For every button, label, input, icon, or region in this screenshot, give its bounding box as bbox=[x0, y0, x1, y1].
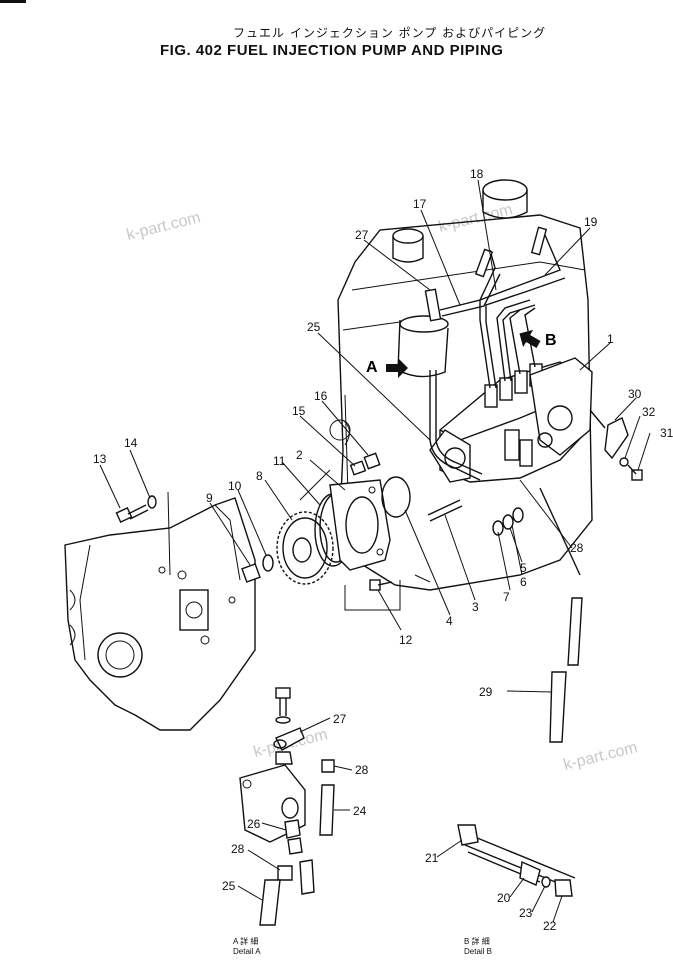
detail-a-callout-26: 26 bbox=[247, 817, 261, 831]
washers-5-6-7 bbox=[492, 507, 524, 536]
callout-5: 5 bbox=[520, 561, 527, 575]
svg-text:B: B bbox=[545, 332, 557, 349]
detail-a-caption-en: Detail A bbox=[233, 947, 261, 956]
callout-19: 19 bbox=[584, 215, 598, 229]
callout-9: 9 bbox=[206, 491, 213, 505]
callout-10: 10 bbox=[228, 479, 242, 493]
detail-a-callout-25: 25 bbox=[222, 879, 236, 893]
callout-12: 12 bbox=[399, 633, 413, 647]
detail-b-callout-22: 22 bbox=[543, 919, 557, 933]
title-japanese: フュエル インジェクション ポンプ およびパイピング bbox=[233, 26, 547, 40]
detail-b-callout-23: 23 bbox=[519, 906, 533, 920]
callout-31: 31 bbox=[660, 426, 673, 440]
nut-9 bbox=[241, 563, 261, 583]
callout-27: 27 bbox=[355, 228, 369, 242]
callout-16: 16 bbox=[314, 389, 328, 403]
bolt-13 bbox=[115, 504, 149, 523]
view-arrow-b: B bbox=[519, 329, 557, 349]
callout-25: 25 bbox=[307, 320, 321, 334]
detail-b-caption-jp: B 詳 細 bbox=[464, 936, 490, 946]
svg-text:A: A bbox=[366, 359, 378, 376]
callout-32: 32 bbox=[642, 405, 656, 419]
nut-16 bbox=[363, 452, 381, 470]
nut-15 bbox=[349, 460, 367, 476]
stud-3 bbox=[427, 499, 463, 522]
detail-a-drawing bbox=[239, 687, 335, 926]
bolt-12 bbox=[369, 579, 393, 591]
callout-15: 15 bbox=[292, 404, 306, 418]
callout-6: 6 bbox=[520, 575, 527, 589]
callout-3: 3 bbox=[472, 600, 479, 614]
callout-8: 8 bbox=[256, 469, 263, 483]
callout-1: 1 bbox=[607, 332, 614, 346]
washer-14 bbox=[147, 495, 157, 509]
callout-17: 17 bbox=[413, 197, 427, 211]
callout-numbers: 1 2 3 4 5 6 7 8 9 10 11 12 13 14 15 16 1… bbox=[93, 167, 673, 933]
front-cover bbox=[64, 497, 256, 731]
detail-a-callout-27: 27 bbox=[333, 712, 347, 726]
detail-b-callout-21: 21 bbox=[425, 851, 439, 865]
callout-11: 11 bbox=[273, 454, 286, 468]
watermark: k-part.com bbox=[562, 739, 639, 774]
callout-2: 2 bbox=[296, 448, 303, 462]
washer-32 bbox=[619, 457, 629, 467]
watermark: k-part.com bbox=[125, 209, 202, 244]
engine-block bbox=[329, 179, 593, 591]
detail-a-callout-24: 24 bbox=[353, 804, 367, 818]
view-arrow-a: A bbox=[366, 358, 408, 378]
detail-a-caption-jp: A 詳 細 bbox=[233, 936, 258, 946]
oring-4 bbox=[381, 476, 411, 518]
callout-18: 18 bbox=[470, 167, 484, 181]
injection-pump bbox=[429, 357, 593, 483]
gear-8 bbox=[276, 511, 334, 585]
washer-10 bbox=[262, 554, 274, 572]
callout-4: 4 bbox=[446, 614, 453, 628]
callout-29: 29 bbox=[479, 685, 493, 699]
bolt-31 bbox=[627, 464, 643, 481]
corner-mark bbox=[0, 0, 26, 3]
injection-pipes bbox=[424, 226, 566, 481]
callout-28: 28 bbox=[570, 541, 584, 555]
callout-30: 30 bbox=[628, 387, 642, 401]
detail-b-callout-20: 20 bbox=[497, 891, 511, 905]
callout-7: 7 bbox=[503, 590, 510, 604]
detail-a-callout-28: 28 bbox=[355, 763, 369, 777]
lever-30 bbox=[589, 409, 629, 460]
callout-14: 14 bbox=[124, 436, 138, 450]
adapter-2 bbox=[329, 479, 391, 571]
hose-29 bbox=[539, 487, 583, 743]
detail-a-callout-28b: 28 bbox=[231, 842, 245, 856]
detail-b-drawing bbox=[457, 824, 576, 897]
callout-13: 13 bbox=[93, 452, 107, 466]
leader-lines bbox=[99, 179, 651, 923]
detail-b-caption-en: Detail B bbox=[464, 947, 492, 956]
figure-title: FIG. 402 FUEL INJECTION PUMP AND PIPING bbox=[160, 42, 504, 59]
